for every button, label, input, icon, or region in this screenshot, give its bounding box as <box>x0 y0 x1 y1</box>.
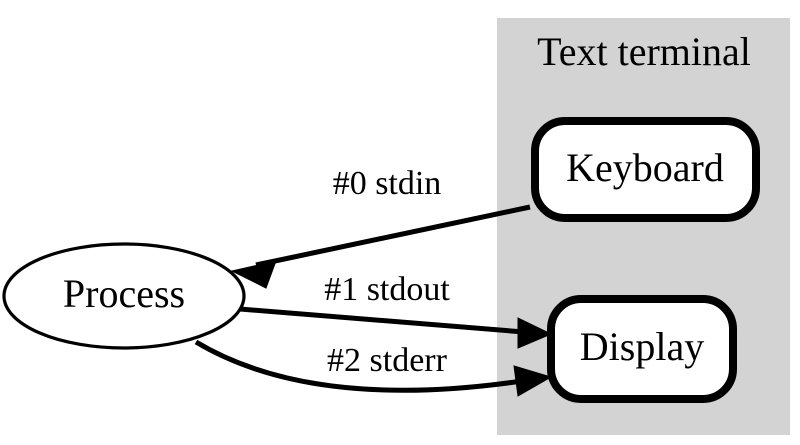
edge-stdout-line <box>239 306 525 335</box>
node-display-shape[interactable] <box>547 295 737 403</box>
edge-stdout-label: #1 stdout <box>324 271 450 308</box>
edge-stdin-line <box>255 204 531 268</box>
edge-stderr: #2 stderr <box>194 339 553 397</box>
edge-stdin-label: #0 stdin <box>333 165 442 202</box>
edge-stdin: #0 stdin <box>230 165 531 289</box>
node-process[interactable]: Process <box>2 242 246 350</box>
edge-stderr-line <box>194 339 523 393</box>
node-display[interactable]: Display <box>547 295 737 403</box>
node-keyboard-shape[interactable] <box>531 117 760 222</box>
node-process-shape[interactable] <box>2 242 246 350</box>
edge-stdout-arrowhead <box>517 317 553 349</box>
node-keyboard[interactable]: Keyboard <box>531 117 760 222</box>
text-terminal-label: Text terminal <box>537 29 751 74</box>
node-display-label: Display <box>580 324 704 369</box>
node-keyboard-label: Keyboard <box>566 145 724 190</box>
node-process-label: Process <box>63 271 185 316</box>
edge-stderr-label: #2 stderr <box>327 342 448 379</box>
edge-stdout: #1 stdout <box>239 271 553 349</box>
edge-stdin-arrowhead <box>230 260 277 289</box>
edge-stderr-arrowhead <box>513 365 553 397</box>
